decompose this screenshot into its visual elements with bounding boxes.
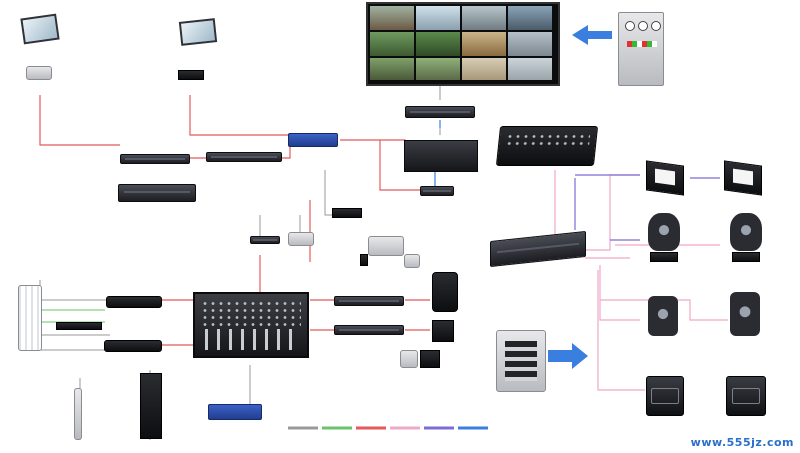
mixing-console [193, 292, 309, 358]
indicator-lights [627, 41, 657, 47]
equipment-rack [140, 373, 162, 439]
moving-head-light-1 [648, 213, 680, 251]
wall-tile-4 [508, 6, 552, 30]
channel-fader [253, 328, 256, 350]
wall-tile-6 [416, 32, 460, 56]
wall-tile-11 [462, 58, 506, 80]
moving-head-base-1 [650, 252, 678, 262]
wireless-access-point-left [26, 66, 52, 80]
channel-fader [217, 328, 220, 350]
console-controls [504, 133, 591, 149]
wall-tile-2 [416, 6, 460, 30]
wireless-microphone-receiver-2 [56, 322, 102, 330]
wall-tile-8 [508, 32, 552, 56]
rack-device-1 [120, 154, 190, 164]
channel-fader [241, 328, 244, 350]
network-switch-bottom [208, 404, 262, 420]
breaker-panel [505, 341, 537, 381]
gauge-icon [638, 21, 648, 31]
channel-fader [205, 328, 208, 350]
wireless-receiver-small [360, 254, 368, 266]
stage-monitor-2 [420, 350, 440, 368]
audio-interface [250, 236, 280, 244]
wall-tile-3 [462, 6, 506, 30]
stage-monitor-1 [400, 350, 418, 368]
beam-light-2 [730, 292, 760, 336]
speaker-pole-left [74, 388, 82, 440]
gauge-icon [625, 21, 635, 31]
wall-tile-9 [370, 58, 414, 80]
media-server [404, 140, 478, 172]
power-sequencer [404, 254, 420, 268]
wireless-microphone-receiver-1 [106, 296, 162, 308]
wall-tile-1 [370, 6, 414, 30]
par-led-panel-1 [646, 160, 684, 196]
wall-tile-5 [370, 32, 414, 56]
mixer-knobs [201, 300, 301, 327]
beam-light-1 [648, 296, 678, 336]
subwoofer-speaker [432, 320, 454, 342]
microphone-stand [18, 285, 42, 351]
channel-fader [277, 328, 280, 350]
video-processor-top [405, 106, 475, 118]
wireless-access-point-right [178, 70, 204, 80]
arrow-left-icon [572, 25, 612, 45]
tablet-right [178, 18, 218, 46]
tablet-controller [368, 236, 404, 256]
purple-data-lines [574, 174, 720, 241]
gauge-icon [651, 21, 661, 31]
network-hub [288, 232, 314, 246]
legend [284, 420, 494, 438]
watermark: www.555jz.com [690, 436, 794, 449]
flight-case-2 [726, 376, 766, 416]
channel-fader [229, 328, 232, 350]
led-panel-face [733, 168, 753, 186]
wall-tile-7 [462, 32, 506, 56]
wireless-router [332, 208, 362, 218]
channel-fader [289, 328, 292, 350]
network-switch-main [288, 133, 338, 147]
wireless-microphone-receiver-3 [104, 340, 162, 352]
moving-head-light-2 [730, 213, 762, 251]
par-led-panel-2 [724, 160, 762, 196]
power-amplifier-2 [334, 325, 404, 335]
rack-server [118, 184, 196, 202]
tablet-left [20, 13, 60, 45]
led-panel-face [655, 168, 675, 186]
video-processor-bottom [420, 186, 454, 196]
blue-lines [434, 120, 441, 188]
flight-case-1 [646, 376, 684, 416]
power-amplifier-1 [334, 296, 404, 306]
wall-tile-12 [508, 58, 552, 80]
line-array-speaker [432, 272, 458, 312]
rack-device-2 [206, 152, 282, 162]
control-cabinet [618, 12, 664, 86]
arrow-right-icon [548, 343, 588, 369]
wall-tile-10 [416, 58, 460, 80]
moving-head-base-2 [732, 252, 760, 262]
video-wall [366, 2, 560, 86]
channel-fader [265, 328, 268, 350]
lighting-console [495, 126, 599, 166]
power-distribution-box [496, 330, 546, 392]
